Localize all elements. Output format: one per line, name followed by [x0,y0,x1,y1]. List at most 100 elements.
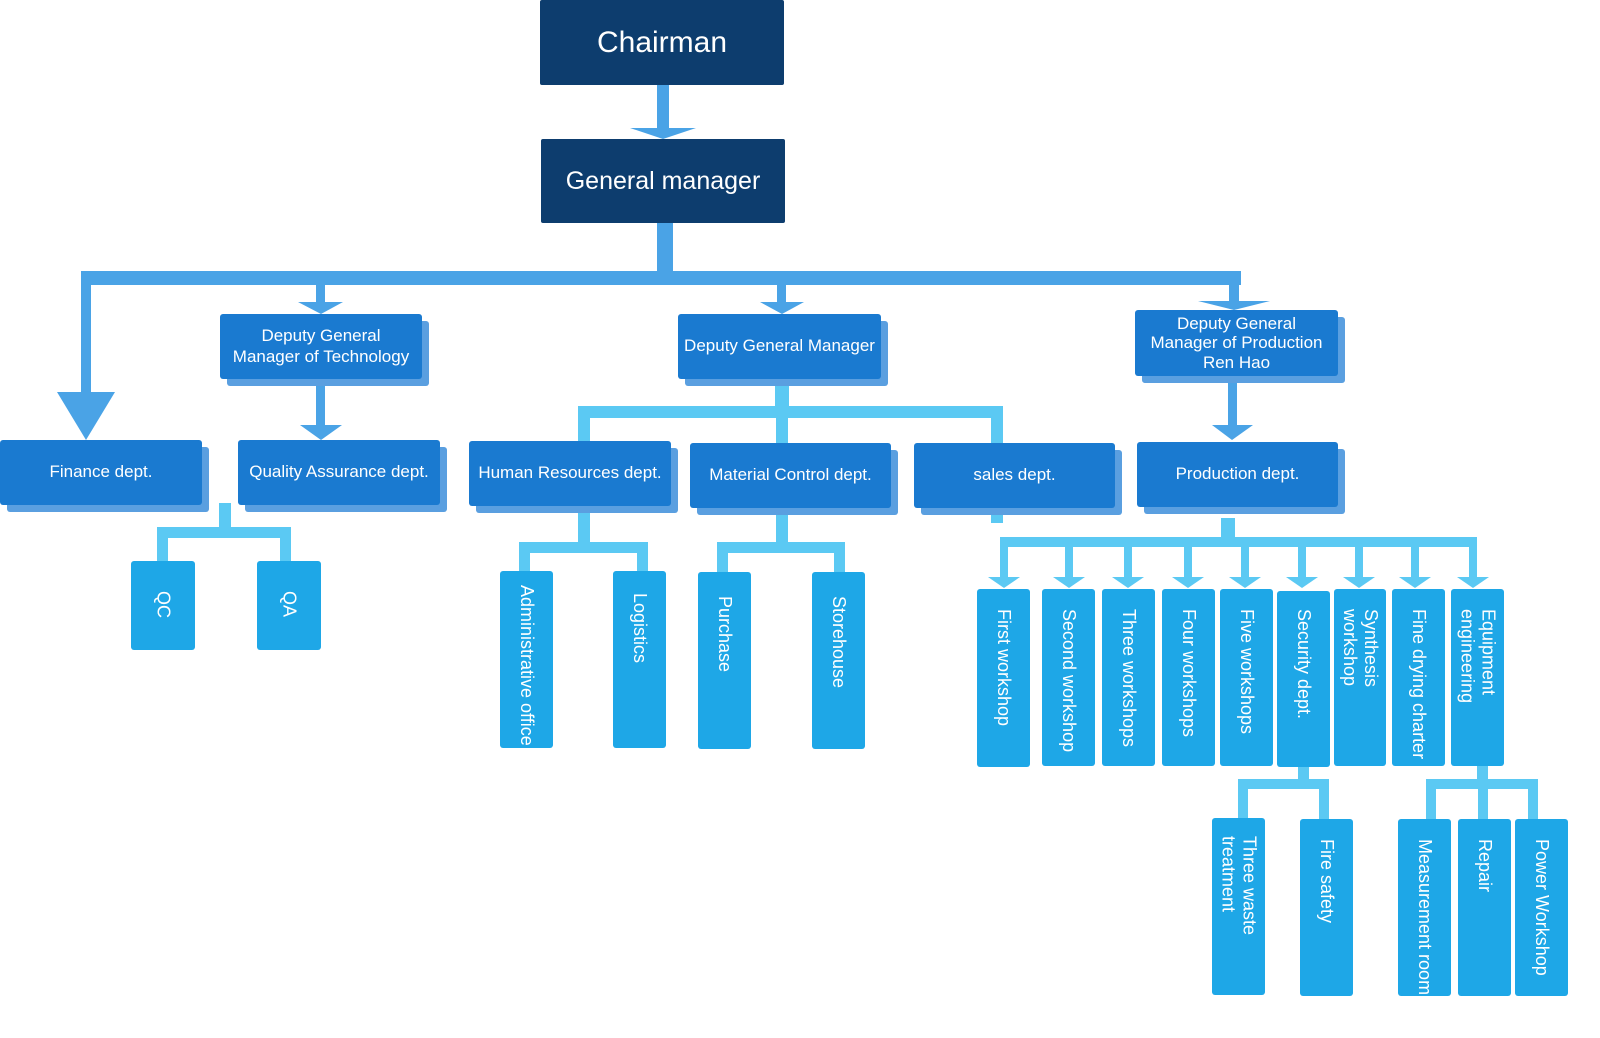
connector-purchase-drop [717,542,728,573]
three-waste-treatment-box: Three waste treatment [1212,818,1265,995]
arrowhead-qa-dept [300,425,342,440]
three-workshops-label: Three workshops [1119,609,1139,748]
qc-box: QC [131,561,195,650]
material-control-dept-label: Material Control dept. [709,465,872,485]
connector-hr-bar [519,542,648,553]
arrowhead-second [1053,577,1085,588]
connector-drop-four [1184,537,1192,579]
fine-drying-charter-label: Fine drying charter [1409,609,1429,760]
connector-hr-stub [578,406,590,442]
connector-qa-drop [280,527,291,562]
quality-assurance-dept-label: Quality Assurance dept. [249,462,429,482]
production-dept-label: Production dept. [1175,464,1300,484]
synthesis-workshop-box: Synthesis workshop [1334,589,1386,766]
storehouse-label: Storehouse [829,596,849,689]
arrowhead-equipment [1457,577,1489,588]
connector-repair-drop [1478,779,1488,819]
power-workshop-box: Power Workshop [1515,819,1568,996]
connector-drop-security [1298,537,1306,579]
connector-measurement-drop [1426,779,1436,819]
five-workshops-label: Five workshops [1237,609,1257,735]
connector-drop-equipment [1469,537,1477,579]
connector-qcqa-stem [219,503,231,529]
qa-label: QA [279,591,300,618]
connector-drop-second [1065,537,1073,579]
connector-mc-stem [776,507,788,544]
finance-dept-label: Finance dept. [49,462,153,482]
administrative-office-box: Administrative office [500,571,553,748]
purchase-label: Purchase [715,596,735,673]
connector-dgm-branch-trunk [775,378,789,408]
synthesis-workshop-label: Synthesis workshop [1340,609,1381,688]
connector-mc-stub [776,406,788,444]
arrowhead-dgm [760,302,804,314]
logistics-box: Logistics [613,571,666,748]
connector-qc-drop [157,527,168,562]
repair-label: Repair [1475,839,1495,893]
general-manager-label: General manager [565,167,761,195]
connector-qcqa-bar [157,527,291,538]
three-waste-treatment-label: Three waste treatment [1218,836,1260,936]
power-workshop-label: Power Workshop [1532,839,1552,976]
first-workshop-box: First workshop [977,589,1030,767]
logistics-label: Logistics [630,593,650,664]
connector-dgm-tech-drop [316,278,325,304]
first-workshop-label: First workshop [994,609,1014,727]
qc-label: QC [153,591,174,618]
fire-safety-label: Fire safety [1317,839,1337,924]
connector-workshop-bar [1000,537,1476,547]
second-workshop-label: Second workshop [1059,609,1079,753]
arrowhead-finedrying [1399,577,1431,588]
purchase-box: Purchase [698,572,751,749]
fire-safety-box: Fire safety [1300,819,1353,996]
connector-main-bar [81,271,1241,285]
human-resources-dept-box: Human Resources dept. [469,441,671,506]
dgm-label: Deputy General Manager [684,336,875,356]
material-control-dept-box: Material Control dept. [690,443,891,508]
connector-security-bar [1238,779,1329,789]
qa-box: QA [257,561,321,650]
arrowhead-dgm-prod [1198,301,1270,310]
human-resources-dept-label: Human Resources dept. [478,463,662,483]
five-workshops-box: Five workshops [1220,589,1273,766]
arrowhead-four [1172,577,1204,588]
finance-dept-box: Finance dept. [0,440,202,505]
chairman-box: Chairman [540,0,784,85]
equipment-engineering-box: Equipment engineering [1451,589,1504,766]
dgm-production-box: Deputy General Manager of Production Ren… [1135,310,1338,376]
connector-qa-dept-drop [316,378,325,428]
connector-firesafety-drop [1319,779,1329,819]
connector-admin-drop [519,542,530,572]
chairman-label: Chairman [596,25,728,59]
production-dept-box: Production dept. [1137,442,1338,507]
arrowhead-finance [57,392,115,440]
connector-drop-finedrying [1411,537,1419,579]
general-manager-box: General manager [541,139,785,223]
connector-drop-five [1241,537,1249,579]
connector-equipment-stem [1477,765,1488,784]
main-connectors [57,85,1270,440]
arrowhead-production [1212,425,1253,440]
measurement-room-box: Measurement room [1398,819,1451,996]
dgm-technology-box: Deputy General Manager of Technology [220,314,422,379]
connector-mc-bar [717,542,845,553]
equipment-engineering-label: Equipment engineering [1457,609,1499,704]
connector-sales-stub [991,406,1003,444]
connector-dgm-prod-drop [1229,278,1239,302]
connector-threewaste-drop [1238,779,1248,819]
storehouse-box: Storehouse [812,572,865,749]
arrowhead-synthesis [1343,577,1375,588]
connector-drop-synthesis [1355,537,1363,579]
measurement-room-label: Measurement room [1415,839,1435,996]
arrowhead-three [1112,577,1144,588]
connector-power-drop [1528,779,1538,819]
arrowhead-first [988,577,1020,588]
sales-dept-box: sales dept. [914,443,1115,508]
quality-assurance-dept-box: Quality Assurance dept. [238,440,440,505]
connector-storehouse-drop [834,542,845,573]
four-workshops-box: Four workshops [1162,589,1215,766]
connector-drop-first [1000,537,1008,579]
fine-drying-charter-box: Fine drying charter [1392,589,1445,766]
dgm-box: Deputy General Manager [678,314,881,379]
